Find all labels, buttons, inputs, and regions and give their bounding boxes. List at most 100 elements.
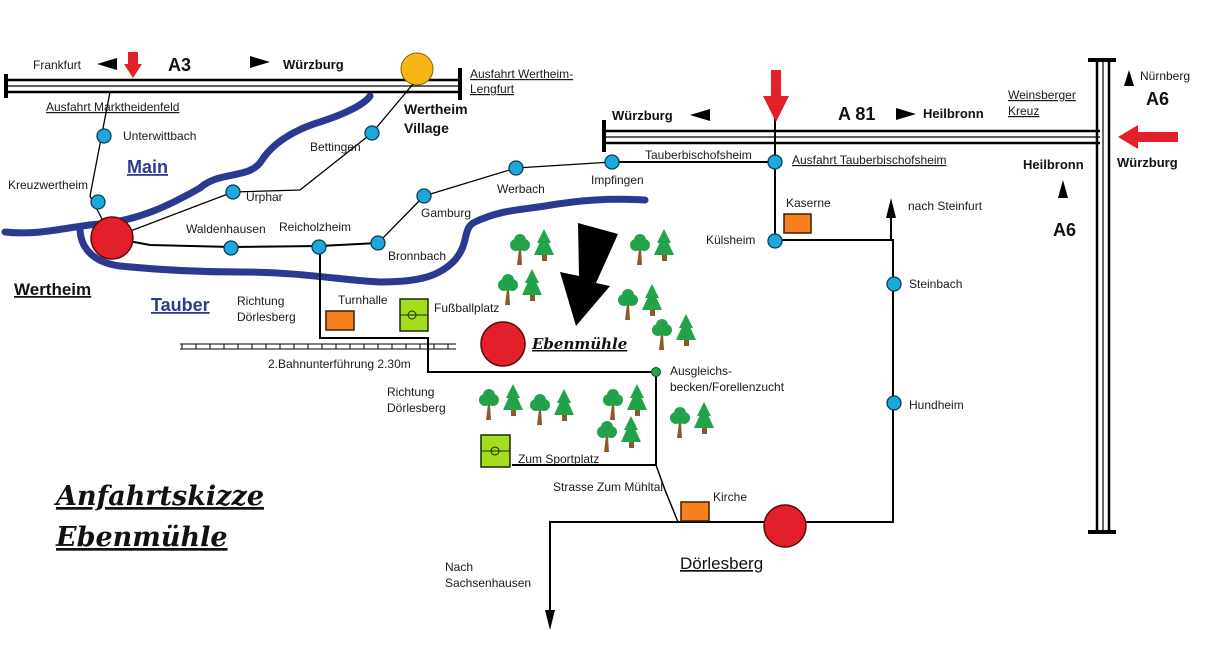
ausgleichsbecken-label-2: becken/Forellenzucht xyxy=(670,380,785,394)
conifer-tree-icon xyxy=(534,229,554,261)
gamburg-label: Gamburg xyxy=(421,206,471,220)
strasse-muehltal-label: Strasse Zum Mühltal xyxy=(553,480,663,494)
turnhalle-building-icon xyxy=(325,310,355,331)
deciduous-tree-icon xyxy=(630,234,650,265)
conifer-tree-icon xyxy=(503,384,523,416)
destination-pointer-arrow-icon xyxy=(560,223,618,326)
a6-name-label-top: A6 xyxy=(1146,89,1169,109)
waldenhausen-label: Waldenhausen xyxy=(186,222,266,236)
a6-south-direction-label: Heilbronn xyxy=(1023,157,1084,172)
deciduous-tree-icon xyxy=(670,407,690,438)
exit-tauberbischofsheim-label: Ausfahrt Tauberbischofsheim xyxy=(792,153,947,167)
richtung-doerlesberg-2-label-1: Richtung xyxy=(387,385,434,399)
urphar-stop xyxy=(225,184,241,200)
road-wertheim-reicholzheim xyxy=(111,237,379,249)
reicholzheim-label: Reicholzheim xyxy=(279,220,351,234)
impfingen-label: Impfingen xyxy=(591,173,644,187)
ebenmuehle-label: Ebenmühle xyxy=(531,335,627,353)
sachsenhausen-label-1: Nach xyxy=(445,560,473,574)
exit-marktheidenfeld-label: Ausfahrt Marktheidenfeld xyxy=(46,100,179,114)
a81-west-direction-label: Würzburg xyxy=(612,108,673,123)
kirche-building-icon xyxy=(680,501,710,522)
bronnbach-stop xyxy=(370,235,386,251)
kreuzwertheim-stop xyxy=(90,194,106,210)
conifer-tree-icon xyxy=(627,384,647,416)
map-title-line-2: Ebenmühle xyxy=(55,522,228,553)
a6-from-direction-label: Würzburg xyxy=(1117,155,1178,170)
reicholzheim-stop xyxy=(311,239,327,255)
wertheim-village-marker xyxy=(400,52,434,86)
fussballplatz-field-icon xyxy=(399,298,429,332)
tauber-river xyxy=(76,195,649,286)
red-left-arrow-icon xyxy=(1118,125,1178,149)
deciduous-tree-icon xyxy=(530,394,550,425)
waldenhausen-stop xyxy=(223,240,239,256)
tauberbischofsheim-stop xyxy=(767,154,783,170)
a3-east-direction-label: Würzburg xyxy=(283,57,344,72)
wertheim-label: Wertheim xyxy=(14,280,91,299)
bettingen-stop xyxy=(364,125,380,141)
road-wertheim-urphar-village xyxy=(111,83,414,239)
steinfurt-label: nach Steinfurt xyxy=(908,199,983,213)
map-title-line-1: Anfahrtskizze xyxy=(53,481,264,512)
wertheim-village-label-1: Wertheim xyxy=(404,101,468,117)
west-arrow-icon xyxy=(97,58,117,70)
a81-east-direction-label: Heilbronn xyxy=(923,106,984,121)
a3-highway xyxy=(4,68,462,100)
deciduous-tree-icon xyxy=(597,421,617,452)
weinsberger-kreuz-label-1: Weinsberger xyxy=(1008,88,1076,102)
conifer-tree-icon xyxy=(621,416,641,448)
deciduous-tree-icon xyxy=(652,319,672,350)
main-river-label: Main xyxy=(127,157,168,177)
deciduous-tree-icon xyxy=(479,389,499,420)
road-kuelsheim-steinbach-doerlesberg xyxy=(775,239,894,523)
kuelsheim-stop xyxy=(767,233,783,249)
conifer-tree-icon xyxy=(676,314,696,346)
deciduous-tree-icon xyxy=(618,289,638,320)
tauberbischofsheim-label: Tauberbischofsheim xyxy=(645,148,752,162)
steinbach-stop xyxy=(886,276,902,292)
gamburg-stop xyxy=(416,188,432,204)
north-arrow-nuernberg-icon xyxy=(1124,70,1134,86)
steinbach-label: Steinbach xyxy=(909,277,962,291)
turnhalle-label: Turnhalle xyxy=(338,293,388,307)
conifer-tree-icon xyxy=(642,284,662,316)
road-reicholzheim-ebenmuehle xyxy=(319,246,657,465)
doerlesberg-marker xyxy=(763,504,807,548)
conifer-tree-icon xyxy=(654,229,674,261)
a3-name-label: A3 xyxy=(168,55,191,75)
kaserne-label: Kaserne xyxy=(786,196,831,210)
south-arrow-sachsenhausen-icon xyxy=(545,610,555,630)
wertheim-marker xyxy=(90,216,134,260)
tauber-river-label: Tauber xyxy=(151,295,210,315)
doerlesberg-label: Dörlesberg xyxy=(680,554,763,573)
east-arrow-icon xyxy=(250,56,270,68)
richtung-doerlesberg-1-label-1: Richtung xyxy=(237,294,284,308)
kreuzwertheim-label: Kreuzwertheim xyxy=(8,178,88,192)
werbach-stop xyxy=(508,160,524,176)
richtung-doerlesberg-2-label-2: Dörlesberg xyxy=(387,401,446,415)
sportplatz-label: Zum Sportplatz xyxy=(518,452,599,466)
a6-name-label-bottom: A6 xyxy=(1053,220,1076,240)
richtung-doerlesberg-1-label-2: Dörlesberg xyxy=(237,310,296,324)
red-down-arrow-icon xyxy=(124,52,142,78)
road-doerlesberg-sachsenhausen xyxy=(549,521,785,612)
fussballplatz-label: Fußballplatz xyxy=(434,301,499,315)
conifer-tree-icon xyxy=(554,389,574,421)
bahnunterfuehrung-label: 2.Bahnunterführung 2.30m xyxy=(268,357,411,371)
impfingen-stop xyxy=(604,154,620,170)
exit-wertheim-lengfurt-label-2: Lengfurt xyxy=(470,82,515,96)
unterwittbach-label: Unterwittbach xyxy=(123,129,196,143)
north-arrow-steinfurt-icon xyxy=(886,198,896,218)
strasse-zum-muehltal xyxy=(655,464,679,523)
north-arrow-heilbronn-icon xyxy=(1058,180,1068,198)
deciduous-tree-icon xyxy=(498,274,518,305)
kirche-label: Kirche xyxy=(713,490,747,504)
bronnbach-label: Bronnbach xyxy=(388,249,446,263)
forest xyxy=(479,229,714,452)
sportplatz-field-icon xyxy=(480,434,511,468)
a6-north-direction-label: Nürnberg xyxy=(1140,69,1190,83)
sachsenhausen-label-2: Sachsenhausen xyxy=(445,576,531,590)
hundheim-label: Hundheim xyxy=(909,398,964,412)
